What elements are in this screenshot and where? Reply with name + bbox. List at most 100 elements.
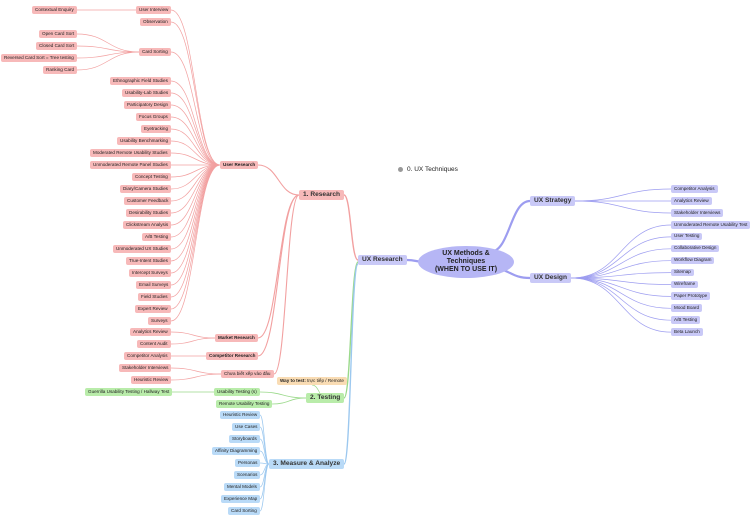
ux-design-node[interactable]: UX Design (530, 272, 571, 284)
strategy-item[interactable]: Competitor Analysis (671, 185, 718, 193)
contextual-enquiry-node[interactable]: Contextual Enquiry (32, 6, 77, 14)
measure-item[interactable]: Use Cases (232, 423, 261, 431)
connector (170, 373, 222, 381)
card-sort-type[interactable]: Reversed Card Sort = Tree testing (1, 54, 77, 62)
floating-topic-label: 0. UX Techniques (407, 166, 458, 173)
design-item[interactable]: Paper Prototype (671, 292, 711, 300)
research-node[interactable]: 1. Research (299, 189, 345, 201)
user-research-method[interactable]: Customer Feedback (124, 197, 172, 205)
user-research-method[interactable]: Moderated Remote Usability Studies (90, 149, 171, 157)
market-research-node[interactable]: Market Research (215, 334, 258, 342)
measure-item[interactable]: Scenarios (234, 471, 261, 479)
user-research-method[interactable]: Usability-Lab Studies (122, 89, 172, 97)
design-item[interactable]: User Testing (671, 232, 703, 241)
user-interview-node[interactable]: User Interview (136, 6, 172, 14)
user-research-node[interactable]: User Research (220, 161, 259, 169)
measure-item[interactable]: Personas (235, 459, 261, 467)
user-research-method[interactable]: Ethnographic Field Studies (110, 77, 171, 85)
connector (170, 331, 216, 339)
user-research-method[interactable]: Clickstream Analysis (123, 221, 172, 229)
measure-item[interactable]: Card Sorting (228, 507, 260, 515)
measure-item[interactable]: Mental Models (224, 483, 260, 491)
user-research-method[interactable]: Surveys (148, 317, 171, 325)
user-research-method[interactable]: Desirability Studies (126, 209, 172, 217)
user-research-method[interactable]: Expert Review (135, 305, 171, 313)
user-research-method[interactable]: Diary/Camera Studies (120, 185, 171, 193)
connector (170, 51, 221, 166)
user-research-method[interactable]: A/B Testing (142, 233, 172, 241)
strategy-item[interactable]: Analytics Review (671, 197, 712, 205)
user-research-method[interactable]: Usability Benchmarking (117, 137, 171, 145)
connector (170, 164, 221, 262)
design-item[interactable]: Collaborative Design (671, 244, 720, 253)
ux-strategy-node[interactable]: UX Strategy (530, 195, 576, 207)
competitor-analysis-node[interactable]: Competitor Analysis (124, 352, 171, 360)
connector (76, 51, 140, 71)
measure-node[interactable]: 3. Measure & Analyze (269, 458, 345, 470)
ux-research-node[interactable]: UX Research (358, 254, 407, 266)
card-sorting-node[interactable]: Card Sorting (139, 48, 171, 56)
connector (170, 164, 221, 226)
connector (259, 463, 270, 512)
user-research-method[interactable]: Eyetracking (141, 125, 172, 133)
design-item[interactable]: Sitemap (671, 268, 694, 277)
connector (574, 200, 672, 214)
user-research-method[interactable]: True-Intent Studies (126, 257, 171, 265)
user-research-method[interactable]: Email Surveys (136, 281, 172, 289)
design-item[interactable]: Mood Board (671, 304, 703, 312)
connector (570, 277, 672, 333)
uncategorized-item[interactable]: Stakeholder Interviews (119, 364, 172, 372)
hub-to-testing (343, 261, 359, 399)
testing-note-text: trực tiếp / Remote (305, 377, 344, 383)
measure-item[interactable]: Storyboards (229, 435, 260, 443)
connector (570, 272, 672, 279)
testing-note[interactable]: Way to test: trực tiếp / Remote (277, 377, 347, 385)
uncategorized-item[interactable]: Heuristic Review (131, 376, 172, 384)
connector (570, 277, 672, 309)
connector (570, 277, 672, 285)
design-item[interactable]: Wireframe (671, 280, 699, 289)
card-sort-type[interactable]: Open Card Sort (39, 30, 78, 38)
user-research-method[interactable]: Focus Groups (136, 113, 171, 121)
user-research-method[interactable]: Concept Testing (132, 173, 171, 181)
design-item[interactable]: Workflow Diagram (671, 256, 715, 265)
topic-dot-icon (398, 167, 403, 172)
connector (257, 164, 300, 196)
connector (273, 194, 300, 375)
floating-topic[interactable]: 0. UX Techniques (398, 166, 458, 173)
design-item[interactable]: A/B Testing (671, 316, 701, 324)
central-topic[interactable]: UX Methods &Techniques(WHEN TO USE IT) (418, 246, 514, 278)
remote-testing-node[interactable]: Remote Usability Testing (216, 400, 273, 408)
usability-testing-node[interactable]: Usability Testing (s) (214, 388, 260, 396)
connector (170, 367, 222, 375)
measure-item[interactable]: Heuristic Review (220, 411, 261, 419)
uncategorized-node[interactable]: Chưa biết xếp vào đâu (221, 370, 274, 378)
measure-item[interactable]: Affinity Diagramming (212, 447, 261, 455)
strategy-item[interactable]: Stakeholder Interviews (671, 209, 724, 217)
user-research-method[interactable]: Unmoderated Remote Panel Studies (90, 161, 171, 169)
connector (570, 236, 672, 279)
user-research-method[interactable]: Intercept Surveys (129, 269, 171, 277)
market-research-item[interactable]: Analytics Review (130, 328, 171, 336)
connector (257, 194, 300, 357)
user-research-method[interactable]: Field Studies (138, 293, 171, 301)
design-item[interactable]: Unmoderated Remote Usability Test (671, 221, 750, 229)
user-research-method[interactable]: Unmoderated UX Studies (113, 245, 172, 253)
observation-node[interactable]: Observation (140, 18, 171, 26)
connector (170, 9, 221, 166)
card-sort-type[interactable]: Ranking Card (43, 66, 78, 74)
connector (570, 248, 672, 279)
connector (271, 397, 307, 405)
connector (170, 21, 221, 166)
market-research-item[interactable]: Content Audit (137, 340, 171, 348)
design-item[interactable]: Beta Launch (671, 328, 703, 336)
measure-item[interactable]: Experience Map (221, 495, 261, 503)
connector (170, 164, 221, 310)
user-research-method[interactable]: Participatory Design (124, 101, 172, 109)
guerrilla-testing-node[interactable]: Guerrilla Usability Testing / Hallway Te… (85, 388, 173, 396)
testing-node[interactable]: 2. Testing (306, 392, 345, 404)
competitor-research-node[interactable]: Competitor Research (206, 352, 259, 360)
card-sort-type[interactable]: Closed Card Sort (36, 42, 78, 50)
connector (170, 92, 221, 166)
